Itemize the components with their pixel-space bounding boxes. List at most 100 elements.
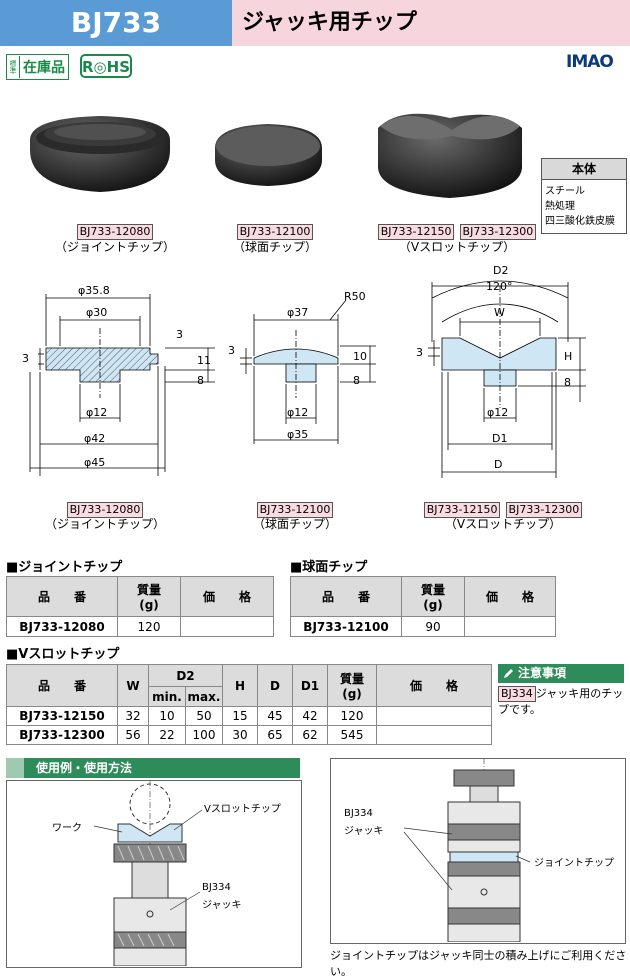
cell-max: 100 (185, 725, 223, 745)
cell-H: 30 (222, 725, 258, 745)
th-max: max. (185, 686, 223, 707)
photo-label-sphere: BJ733-12100 (236, 224, 314, 240)
usage-bottom-note: ジョイントチップはジャッキ同士の積み上げにご利用ください。 (330, 949, 627, 978)
cell-D: 45 (257, 706, 293, 726)
dim-sphere-h3: 8 (353, 374, 360, 387)
dim-vslot-h1: 3 (416, 346, 423, 359)
rohs-badge: R◎HS (80, 54, 132, 78)
usage-left-box (6, 780, 302, 968)
th-mass: 質量(g) (117, 576, 181, 617)
cell-W: 32 (117, 706, 149, 726)
th-min: min. (148, 686, 186, 707)
photo-caption-sphere: （球面チップ） (232, 240, 317, 254)
usage-left-illustration (93, 780, 203, 966)
vslot-drawing (428, 280, 586, 478)
joint-tip-photo (30, 116, 170, 192)
product-photos (30, 113, 522, 198)
th-mass-2: (g) (139, 598, 159, 612)
dim-vslot-D1: D1 (492, 432, 507, 445)
usage-right-jack-pn: BJ334 (344, 808, 373, 819)
note-text: ジャッキ用のチップです。 (498, 687, 624, 716)
usage-label-vslot: Vスロットチップ (204, 804, 281, 815)
cell-pn: BJ733-12150 (6, 706, 118, 726)
cell-D1: 62 (292, 725, 328, 745)
table-title-vslot: ■Vスロットチップ (6, 647, 120, 662)
th-D1: D1 (292, 664, 328, 707)
cell-price (464, 616, 556, 637)
usage-header-accent (6, 758, 24, 778)
material-box: 本体 スチール 熱処理 四三酸化鉄皮膜 (541, 158, 627, 234)
photo-label-vslot-1: BJ733-12150 (377, 224, 455, 240)
cell-D: 65 (257, 725, 293, 745)
product-name: ジャッキ用チップ (232, 0, 630, 46)
drawing-label-vslot-2: BJ733-12300 (505, 502, 583, 518)
dim-joint-d5: φ45 (84, 456, 105, 469)
table-row: BJ733-12150 32 10 50 15 45 42 120 (6, 706, 492, 726)
cell-mass: 90 (401, 616, 465, 637)
drawing-label-joint: BJ733-12080 (66, 502, 144, 518)
dim-sphere-d3: φ35 (287, 428, 308, 441)
table-title-joint: ■ジョイントチップ (6, 560, 123, 575)
cell-price (180, 616, 274, 637)
dim-sphere-d2: φ12 (287, 406, 308, 419)
cell-H: 15 (222, 706, 258, 726)
dim-vslot-h2: 8 (564, 376, 571, 389)
cell-W: 56 (117, 725, 149, 745)
th-price: 価 格 (464, 576, 556, 617)
photo-label-vslot-2: BJ733-12300 (459, 224, 537, 240)
table-title-sphere: ■球面チップ (290, 560, 368, 575)
dim-joint-d1: φ35.8 (78, 284, 110, 297)
usage-header: 使用例・使用方法 (6, 758, 300, 778)
th-price: 価 格 (376, 664, 492, 707)
dim-vslot-H: H (564, 350, 572, 363)
stock-badge-small: 標準 (7, 56, 20, 78)
dim-vslot-angle: 120° (486, 280, 513, 293)
pencil-icon (504, 669, 513, 678)
th-mass-1: 質量 (339, 672, 364, 686)
dim-joint-h3: 11 (197, 354, 211, 367)
usage-right-illustration (403, 758, 531, 942)
note-title: 注意事項 (518, 666, 567, 680)
drawing-caption-sphere: （球面チップ） (252, 517, 337, 531)
brand-logo: IMAO (566, 52, 614, 72)
cell-pn: BJ733-12100 (290, 616, 402, 637)
photo-label-joint: BJ733-12080 (76, 224, 154, 240)
note-pn: BJ334 (498, 686, 536, 702)
dim-joint-d4: φ42 (84, 432, 105, 445)
dim-joint-d2: φ30 (86, 306, 107, 319)
dim-vslot-D: D (494, 458, 502, 471)
cell-min: 22 (148, 725, 186, 745)
table-vslot: 品 番 W D2 H D D1 質量(g) 価 格 min. max. BJ73… (6, 664, 492, 745)
material-line: スチール (545, 186, 585, 197)
cell-mass: 120 (327, 706, 377, 726)
dimension-drawings: φ35.8 φ30 φ12 φ42 φ45 3 3 11 8 φ37 R50 φ… (22, 264, 586, 478)
th-pn: 品 番 (6, 664, 118, 707)
dim-vslot-D2: D2 (493, 264, 508, 277)
dim-sphere-d1: φ37 (287, 306, 308, 319)
table-sphere: 品 番 質量(g) 価 格 BJ733-12100 90 (290, 576, 556, 637)
sphere-tip-photo (215, 124, 322, 186)
th-D: D (257, 664, 293, 707)
cell-pn: BJ733-12080 (6, 616, 118, 637)
drawing-caption-vslot: （Vスロットチップ） (444, 517, 562, 531)
drawing-label-sphere: BJ733-12100 (256, 502, 334, 518)
cell-D1: 42 (292, 706, 328, 726)
stock-badge-text: 在庫品 (23, 60, 65, 76)
cell-pn: BJ733-12300 (6, 725, 118, 745)
table-joint: 品 番 質量(g) 価 格 BJ733-12080 120 (6, 576, 274, 637)
dim-vslot-W: W (494, 306, 505, 319)
cell-min: 10 (148, 706, 186, 726)
th-mass: 質量(g) (327, 664, 377, 707)
th-mass-2: (g) (342, 687, 362, 701)
stock-badge: 標準 在庫品 (6, 54, 69, 80)
cell-mass: 120 (117, 616, 181, 637)
th-price: 価 格 (180, 576, 274, 617)
th-pn: 品 番 (6, 576, 118, 617)
cell-mass: 545 (327, 725, 377, 745)
usage-label-work: ワーク (52, 823, 82, 834)
photo-caption-vslot: （Vスロットチップ） (398, 240, 516, 254)
usage-label-jack: ジャッキ (202, 900, 242, 911)
cell-price (376, 725, 492, 745)
dim-sphere-h2: 10 (353, 350, 367, 363)
